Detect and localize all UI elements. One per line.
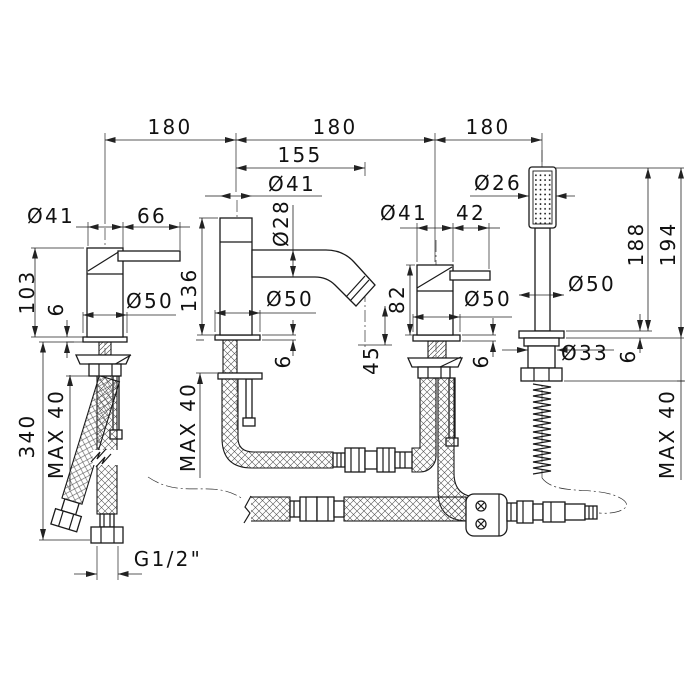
diverter-base-flange <box>412 334 461 342</box>
handshower-handle <box>534 227 551 332</box>
spout-base-flange <box>214 334 261 341</box>
dim-mixer-top-diameter: Ø41 <box>27 204 75 228</box>
dim-diverter-height: 82 <box>385 284 409 314</box>
mixer-base-flange <box>82 336 128 343</box>
diverter-body <box>416 264 454 336</box>
dim-spacing-1: 180 <box>147 115 192 139</box>
dim-spout-base-diameter: Ø50 <box>266 287 314 311</box>
dim-diverter-top-diameter: Ø41 <box>380 201 428 225</box>
dim-handshower-flange: 6 <box>616 348 640 363</box>
dim-spout-max-deck: MAX 40 <box>176 382 200 472</box>
hose-connectors <box>90 447 598 544</box>
dim-mixer-max-deck: MAX 40 <box>44 389 68 479</box>
dim-spout-height: 136 <box>177 267 201 312</box>
spray-face <box>532 170 553 225</box>
spout-body <box>219 217 253 336</box>
handshower-unit <box>518 166 565 475</box>
mixer-body <box>86 247 124 338</box>
dim-handshower-head-diameter: Ø26 <box>474 171 522 195</box>
dim-mixer-flange: 6 <box>44 301 68 316</box>
dim-spout-clearance: 45 <box>359 345 383 375</box>
dimension-labels: 180 180 180 155 Ø41 66 103 6 Ø50 340 MAX… <box>15 115 680 571</box>
dim-spout-tube-diameter: Ø28 <box>269 199 293 247</box>
dim-mixer-handle: 66 <box>137 204 167 228</box>
mixer-lever-handle <box>117 250 181 262</box>
diverter-unit <box>406 264 491 379</box>
mounting-studs <box>109 375 459 447</box>
dim-handshower-overall: 194 <box>656 221 680 266</box>
mixer-unit <box>74 247 181 377</box>
dimension-lines <box>32 137 685 577</box>
dim-mixer-height: 103 <box>15 269 39 314</box>
dim-spout-projection: 155 <box>277 143 322 167</box>
shower-hose-spring <box>532 383 552 475</box>
dim-diverter-base-diameter: Ø50 <box>464 287 512 311</box>
flexible-hoses <box>50 374 479 533</box>
dim-diverter-handle: 42 <box>456 201 486 225</box>
diverter-lever-handle <box>449 270 491 281</box>
phantom-hose-routes <box>147 476 627 514</box>
dim-handshower-max-deck: MAX 40 <box>655 389 679 479</box>
dim-mixer-thread: G1/2" <box>134 547 202 571</box>
dim-diverter-flange: 6 <box>469 353 493 368</box>
handshower-escutcheon <box>518 330 565 339</box>
dim-handshower-base-diameter: Ø50 <box>568 272 616 296</box>
dim-spacing-3: 180 <box>465 115 510 139</box>
dim-spout-flange: 6 <box>271 353 295 368</box>
dim-mixer-hose-length: 340 <box>15 413 39 458</box>
spout-tube <box>251 249 376 307</box>
centerlines <box>104 150 543 478</box>
break-symbols <box>90 448 252 524</box>
dim-spacing-2: 180 <box>312 115 357 139</box>
mixer-angled-hose <box>50 374 121 533</box>
handshower-shank <box>527 345 556 369</box>
dim-handshower-shank-diameter: Ø33 <box>561 341 609 365</box>
dim-mixer-base-diameter: Ø50 <box>126 289 174 313</box>
dim-spout-top-diameter: Ø41 <box>268 172 316 196</box>
dim-handshower-length: 188 <box>624 221 648 266</box>
